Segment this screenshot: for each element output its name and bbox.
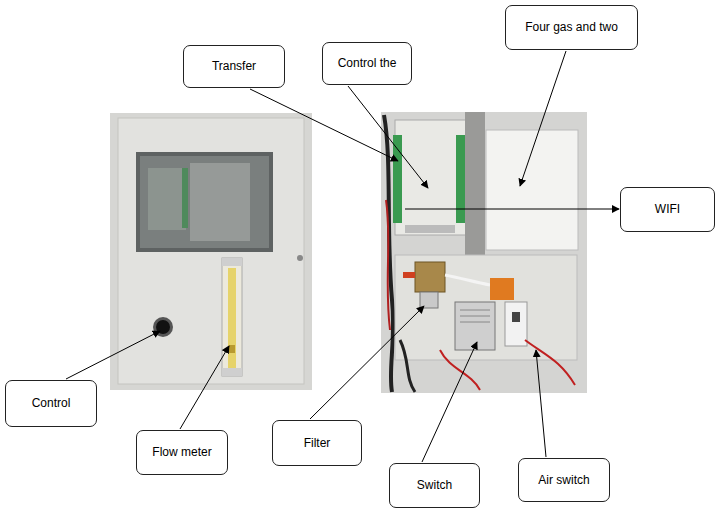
wire — [386, 200, 390, 330]
fitting — [403, 272, 415, 278]
leader-line — [348, 86, 428, 188]
control-module — [395, 120, 467, 235]
callout-label: Filter — [304, 436, 331, 450]
leader-line — [536, 350, 546, 457]
module-foot — [405, 225, 455, 233]
callout-box: Flow meter — [136, 430, 228, 475]
callout-box: Switch — [389, 463, 480, 508]
orange-valve — [490, 278, 514, 300]
tube — [445, 275, 490, 285]
window — [136, 152, 273, 252]
control-knob-base — [153, 317, 173, 337]
reflected-module — [148, 168, 186, 230]
callout-label: Flow meter — [152, 445, 211, 459]
vent-line — [460, 316, 490, 317]
wire — [525, 340, 575, 385]
cabinet-interior-photo — [381, 112, 587, 393]
leader-lines — [66, 51, 619, 462]
callout-box: Control the — [322, 42, 412, 85]
callout-label: Transfer — [212, 59, 256, 73]
window-glass — [140, 156, 269, 248]
leader-line — [250, 89, 398, 161]
flow-meter-tube — [228, 268, 236, 368]
flow-meter-body — [222, 258, 242, 376]
callout-box: Control — [5, 380, 97, 427]
air-switch-lever — [512, 312, 520, 322]
callout-box: Air switch — [518, 458, 610, 502]
leader-line — [422, 342, 477, 462]
leader-line — [66, 331, 160, 379]
leader-line — [520, 51, 566, 186]
hinge — [297, 255, 303, 261]
callout-box: WIFI — [620, 187, 715, 232]
callout-label: Control the — [338, 56, 397, 70]
photo-ground — [110, 113, 312, 390]
terminal-strip — [393, 135, 402, 223]
callout-label: WIFI — [655, 202, 680, 216]
filter-part — [420, 292, 438, 308]
cabinet-front-photo — [110, 113, 312, 390]
reflected-box — [190, 163, 250, 241]
leader-line — [180, 346, 229, 429]
callout-label: Air switch — [538, 473, 589, 487]
callout-box: Transfer — [183, 45, 285, 88]
pump — [415, 262, 445, 292]
photo-ground — [381, 112, 587, 393]
terminal-strip — [456, 135, 465, 223]
reflected-terminal — [182, 168, 188, 228]
flow-meter-cap — [222, 258, 242, 266]
air-switch-unit — [505, 302, 527, 346]
leader-line — [405, 209, 619, 210]
gas-sensor-box — [486, 130, 578, 250]
callout-box: Filter — [272, 420, 362, 466]
callout-label: Four gas and two — [525, 20, 618, 34]
cable — [400, 340, 415, 392]
power-switch-unit — [455, 302, 495, 350]
cabinet-door — [118, 118, 304, 384]
callout-label: Control — [32, 396, 71, 410]
callout-box: Four gas and two — [505, 5, 638, 50]
leader-line — [310, 306, 424, 419]
flow-meter-float — [229, 345, 235, 353]
vent-line — [460, 310, 490, 311]
vent-line — [460, 322, 490, 323]
callout-label: Switch — [417, 478, 452, 492]
wire — [440, 350, 480, 390]
flow-meter-cap — [222, 368, 242, 376]
